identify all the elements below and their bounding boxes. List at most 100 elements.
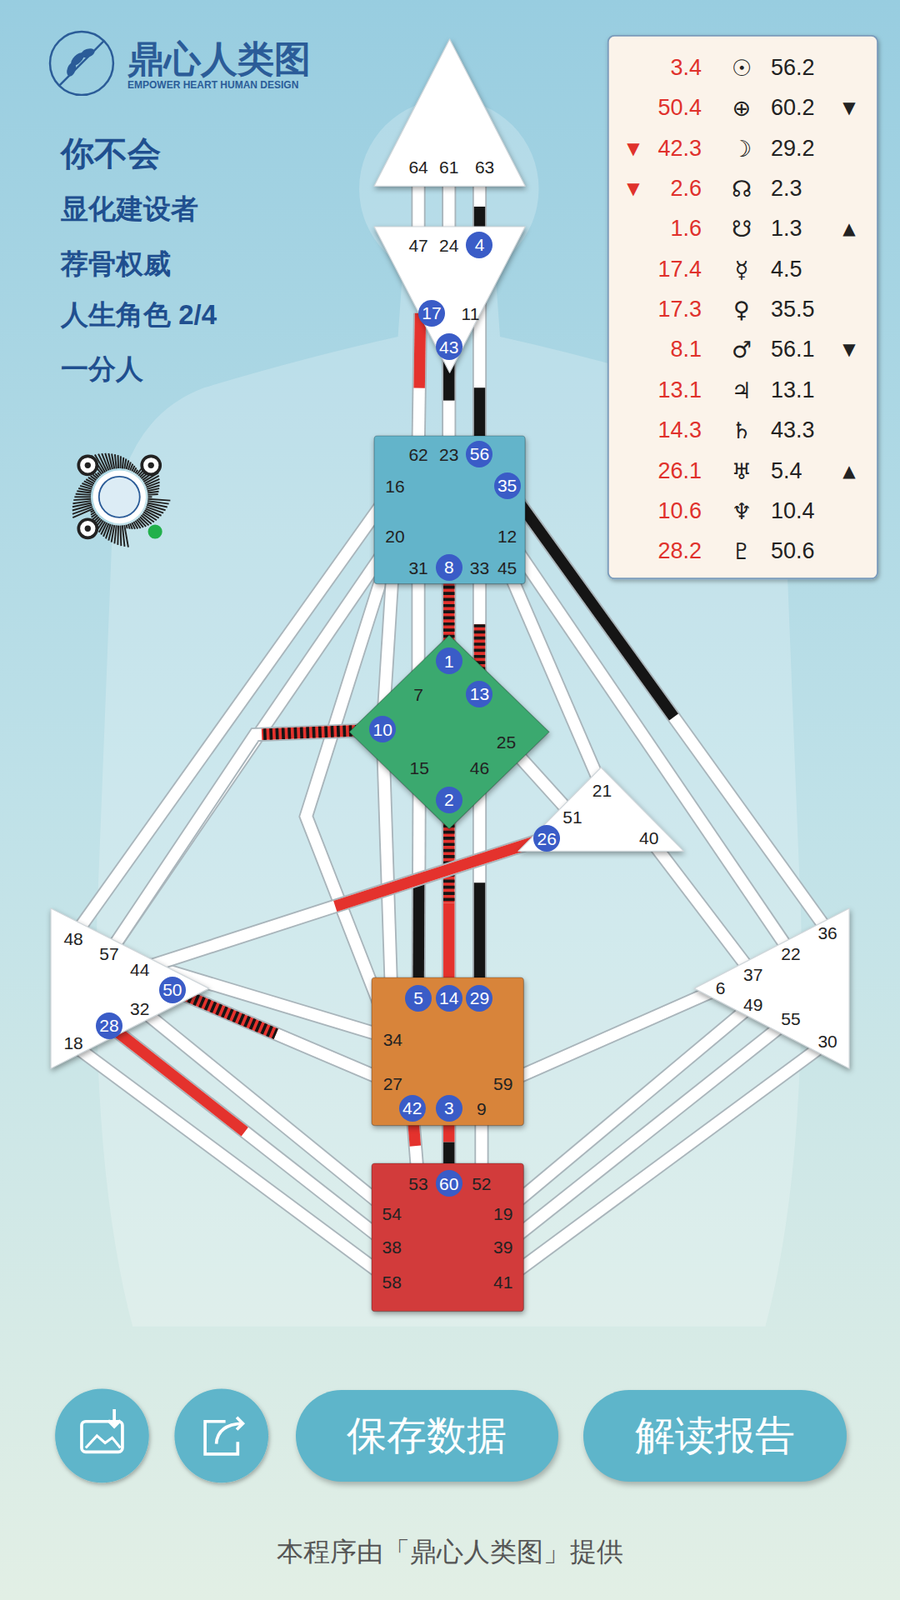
channel [305, 535, 395, 1040]
gate-number: 24 [439, 235, 459, 254]
code-bar [111, 454, 115, 470]
gate-number: 19 [493, 1204, 513, 1222]
fixing-arrow: ▼ [626, 180, 640, 197]
gate-number: 51 [562, 807, 582, 825]
design-activation [109, 1025, 245, 1132]
gate-number: 38 [382, 1238, 402, 1256]
channel-fill [109, 535, 395, 954]
channel-edge [305, 535, 395, 1040]
channel-edge [109, 730, 383, 954]
code-bar [130, 523, 133, 530]
center-body [50, 908, 210, 1069]
gate-number: 36 [817, 924, 837, 942]
center-body [694, 908, 850, 1069]
personality-value: 56.2 [770, 55, 815, 79]
personality-value: 5.4 [770, 459, 803, 482]
channel-fill [73, 1045, 392, 1282]
gate-number: 11 [461, 304, 480, 322]
design-value: 10.6 [657, 499, 702, 522]
planet-panel [608, 35, 878, 579]
fixing-arrow: ▼ [842, 99, 855, 116]
channel-fill [443, 800, 455, 999]
design-activation [419, 313, 420, 389]
channel-edge [109, 1025, 392, 1248]
active-gate: 43 [435, 333, 463, 360]
channel-edge [418, 313, 420, 450]
code-finder [141, 455, 160, 475]
code-bar [75, 494, 91, 495]
planet-symbol: ☉ [731, 55, 752, 79]
personality-value: 2.3 [770, 176, 803, 200]
chart-profile: 人生角色 2/4 [60, 300, 217, 329]
gate-number: 23 [439, 445, 459, 463]
code-bar [72, 500, 91, 504]
channel-edge [140, 837, 548, 970]
design-value: 28.2 [657, 540, 702, 563]
design-value: 14.3 [657, 419, 702, 442]
active-gate: 50 [159, 976, 186, 1004]
channel [649, 837, 754, 975]
design-value: 17.3 [657, 298, 702, 321]
gate-number: 15 [410, 758, 430, 776]
gate-number: 18 [63, 1034, 83, 1052]
energy-center: 3622376495530 [694, 908, 850, 1069]
channel-edge [109, 535, 395, 954]
action-button: 解读报告 [583, 1390, 847, 1482]
code-badge [148, 524, 163, 539]
design-value: 17.4 [657, 257, 702, 280]
gate-number: 47 [408, 235, 428, 254]
channel-edge [172, 990, 393, 1085]
active-gate: 28 [95, 1012, 123, 1040]
channel-fill [507, 535, 791, 954]
gate-number: 20 [385, 526, 405, 545]
channel-edge [503, 1018, 791, 1247]
gate-number: 22 [780, 944, 800, 962]
channel-edge [441, 800, 456, 999]
gate-number: 54 [382, 1204, 402, 1222]
code-bar [147, 493, 158, 496]
energy-center: 514293427594239 [371, 977, 524, 1126]
center-body [374, 39, 525, 186]
center-body [374, 226, 525, 373]
channel-fill [109, 1025, 392, 1248]
channel-edge [73, 1045, 392, 1282]
share-icon [174, 1389, 269, 1484]
code-bar [124, 459, 126, 470]
channel [418, 313, 420, 450]
energy-center: 21512640 [518, 767, 684, 851]
gate-number: 21 [592, 780, 612, 799]
planet-symbol: ♃ [731, 378, 752, 401]
design-activation [335, 837, 547, 906]
channel-fill [418, 313, 420, 450]
fixing-arrow: ▼ [626, 140, 640, 157]
channel [507, 485, 828, 931]
button-label: 解读报告 [635, 1415, 795, 1456]
design-value: 13.1 [657, 378, 702, 401]
gate-number: 12 [497, 526, 517, 545]
action-button: 保存数据 [295, 1390, 559, 1482]
code-finder [85, 462, 91, 469]
energy-center: 1713102515462 [349, 635, 550, 830]
planet-symbol: ☊ [731, 176, 752, 200]
channel-fill [503, 1018, 791, 1247]
active-gate: 60 [435, 1170, 463, 1197]
gate-number: 58 [382, 1272, 402, 1290]
logo-mark [50, 31, 114, 95]
gate-number: 6 [715, 979, 726, 997]
active-gate: 2 [435, 786, 463, 814]
gate-number: 55 [780, 1009, 800, 1027]
center-body [371, 977, 524, 1126]
energy-center: 47244171143 [374, 226, 525, 373]
planet-symbol: ♄ [731, 419, 752, 442]
active-gate: 35 [494, 472, 521, 500]
design-value: 8.1 [670, 338, 702, 361]
mini-program-code [72, 453, 171, 548]
channel [503, 987, 721, 1084]
channel [140, 837, 548, 970]
energy-center: 622356163520123183345 [374, 435, 525, 585]
channel [109, 535, 395, 954]
design-value: 3.4 [670, 55, 702, 79]
gate-number: 37 [743, 965, 763, 984]
active-gate: 17 [418, 300, 445, 327]
center-body [371, 1163, 524, 1312]
